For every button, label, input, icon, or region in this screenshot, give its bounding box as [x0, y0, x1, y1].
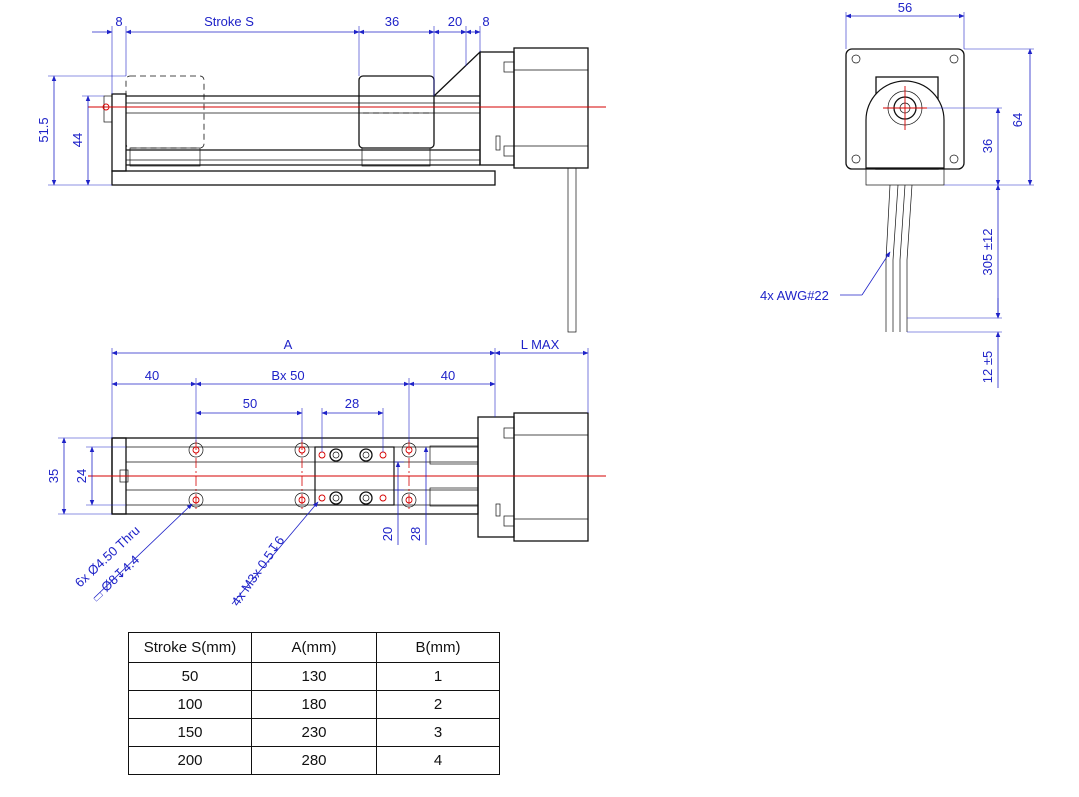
table-row: 150 230 3: [128, 718, 500, 747]
table-row: 50 130 1: [128, 662, 500, 691]
table-cell: 100: [128, 690, 252, 719]
table-cell: 200: [128, 746, 252, 775]
dim-36-end: 36: [980, 139, 995, 153]
dim-L-max: L MAX: [521, 337, 560, 352]
end-view: 56 64 36 305 ±12 12 ±5 4x AWG#22: [760, 0, 1034, 388]
table-cell: 1: [376, 662, 500, 691]
dim-50: 50: [243, 396, 257, 411]
table-cell: 4: [376, 746, 500, 775]
dim-56: 56: [898, 0, 912, 15]
dim-40-right: 40: [441, 368, 455, 383]
table-cell: 50: [128, 662, 252, 691]
dim-51-5: 51.5: [36, 117, 51, 142]
dim-8-left: 8: [115, 14, 122, 29]
side-view: 8 Stroke S 36 20 8 51.5 44: [36, 14, 606, 333]
table-cell: 180: [251, 690, 377, 719]
dim-44: 44: [70, 133, 85, 147]
table-cell: 230: [251, 718, 377, 747]
table-cell: 280: [251, 746, 377, 775]
top-view: A L MAX 40 Bx 50 40 50 28 35 24 20 28: [46, 337, 606, 609]
table-row: 200 280 4: [128, 746, 500, 775]
dim-28-side: 28: [408, 527, 423, 541]
dim-A: A: [284, 337, 293, 352]
table-row: 100 180 2: [128, 690, 500, 719]
table-cell: 3: [376, 718, 500, 747]
table-header-stroke: Stroke S(mm): [128, 632, 252, 663]
stroke-table: Stroke S(mm) A(mm) B(mm) 50 130 1 100 18…: [128, 632, 500, 775]
dim-40-left: 40: [145, 368, 159, 383]
dim-64: 64: [1010, 113, 1025, 127]
dim-bx50: Bx 50: [271, 368, 304, 383]
table-cell: 150: [128, 718, 252, 747]
dim-305: 305 ±12: [980, 229, 995, 276]
dim-stroke: Stroke S: [204, 14, 254, 29]
cable-note: 4x AWG#22: [760, 288, 829, 303]
table-cell: 130: [251, 662, 377, 691]
table-header-b: B(mm): [376, 632, 500, 663]
table-header-a: A(mm): [251, 632, 377, 663]
dim-8-right: 8: [482, 14, 489, 29]
dim-35: 35: [46, 469, 61, 483]
dim-24: 24: [74, 469, 89, 483]
dim-36: 36: [385, 14, 399, 29]
table-cell: 2: [376, 690, 500, 719]
dim-12: 12 ±5: [980, 351, 995, 383]
dim-20: 20: [448, 14, 462, 29]
dim-20-side: 20: [380, 527, 395, 541]
dim-28-top: 28: [345, 396, 359, 411]
note-threads: 4x M3x 0.5↧6: [228, 533, 287, 609]
